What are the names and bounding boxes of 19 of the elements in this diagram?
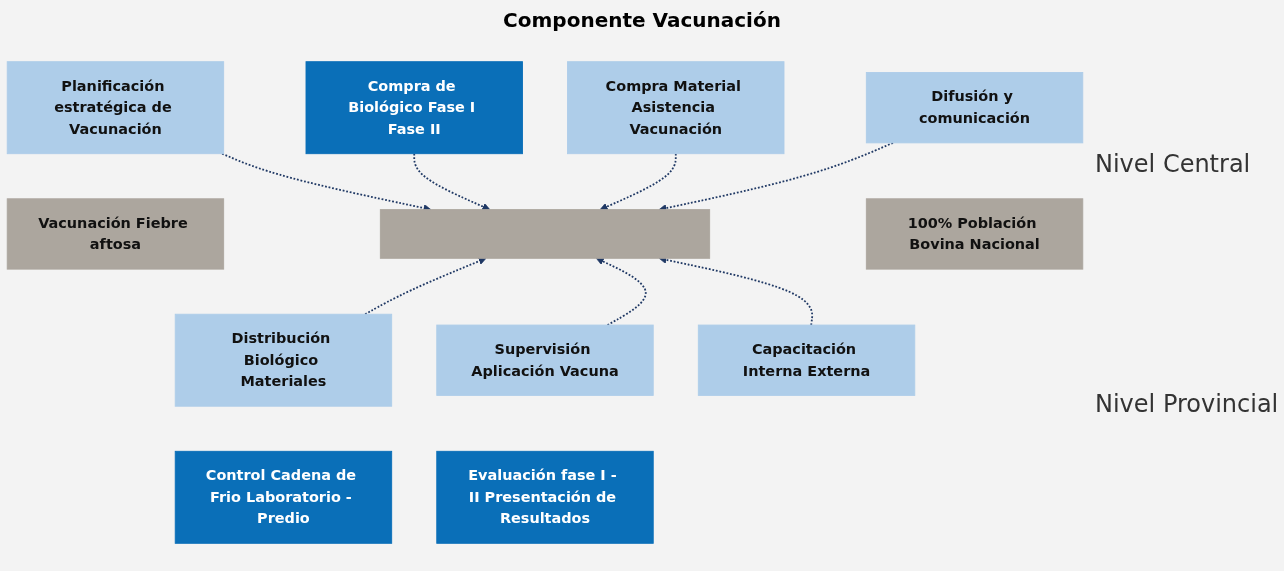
node-box: Planificación estratégica de Vacunación [6,61,225,155]
node-box: Distribución Biológico Materiales [174,313,393,407]
node-box: Evaluación fase I - II Presentación de Resultados [436,450,654,544]
arrow [596,257,647,326]
node-box: Capacitación Interna Externa [697,324,916,396]
node-box: Compra Material Asistencia Vacunación [567,61,785,155]
node-box: Compra de Biológico Fase I Fase II [305,61,523,155]
diagram-title: Componente Vacunación [502,8,782,32]
level-label: Nivel Provincial [1095,390,1279,418]
node-box: Difusión y comunicación [865,72,1084,144]
node-box: Vacunación Fiebre aftosa [6,198,225,270]
arrow [364,257,487,316]
node-box: Supervisión Aplicación Vacuna [436,324,654,396]
node-box: Control Cadena de Frio Laboratorio - Predio [174,450,393,544]
arrow [413,152,491,211]
arrow [599,152,677,211]
node-bar [379,209,711,259]
node-box: 100% Población Bovina Nacional [865,198,1084,270]
level-label: Nivel Central [1095,150,1251,178]
